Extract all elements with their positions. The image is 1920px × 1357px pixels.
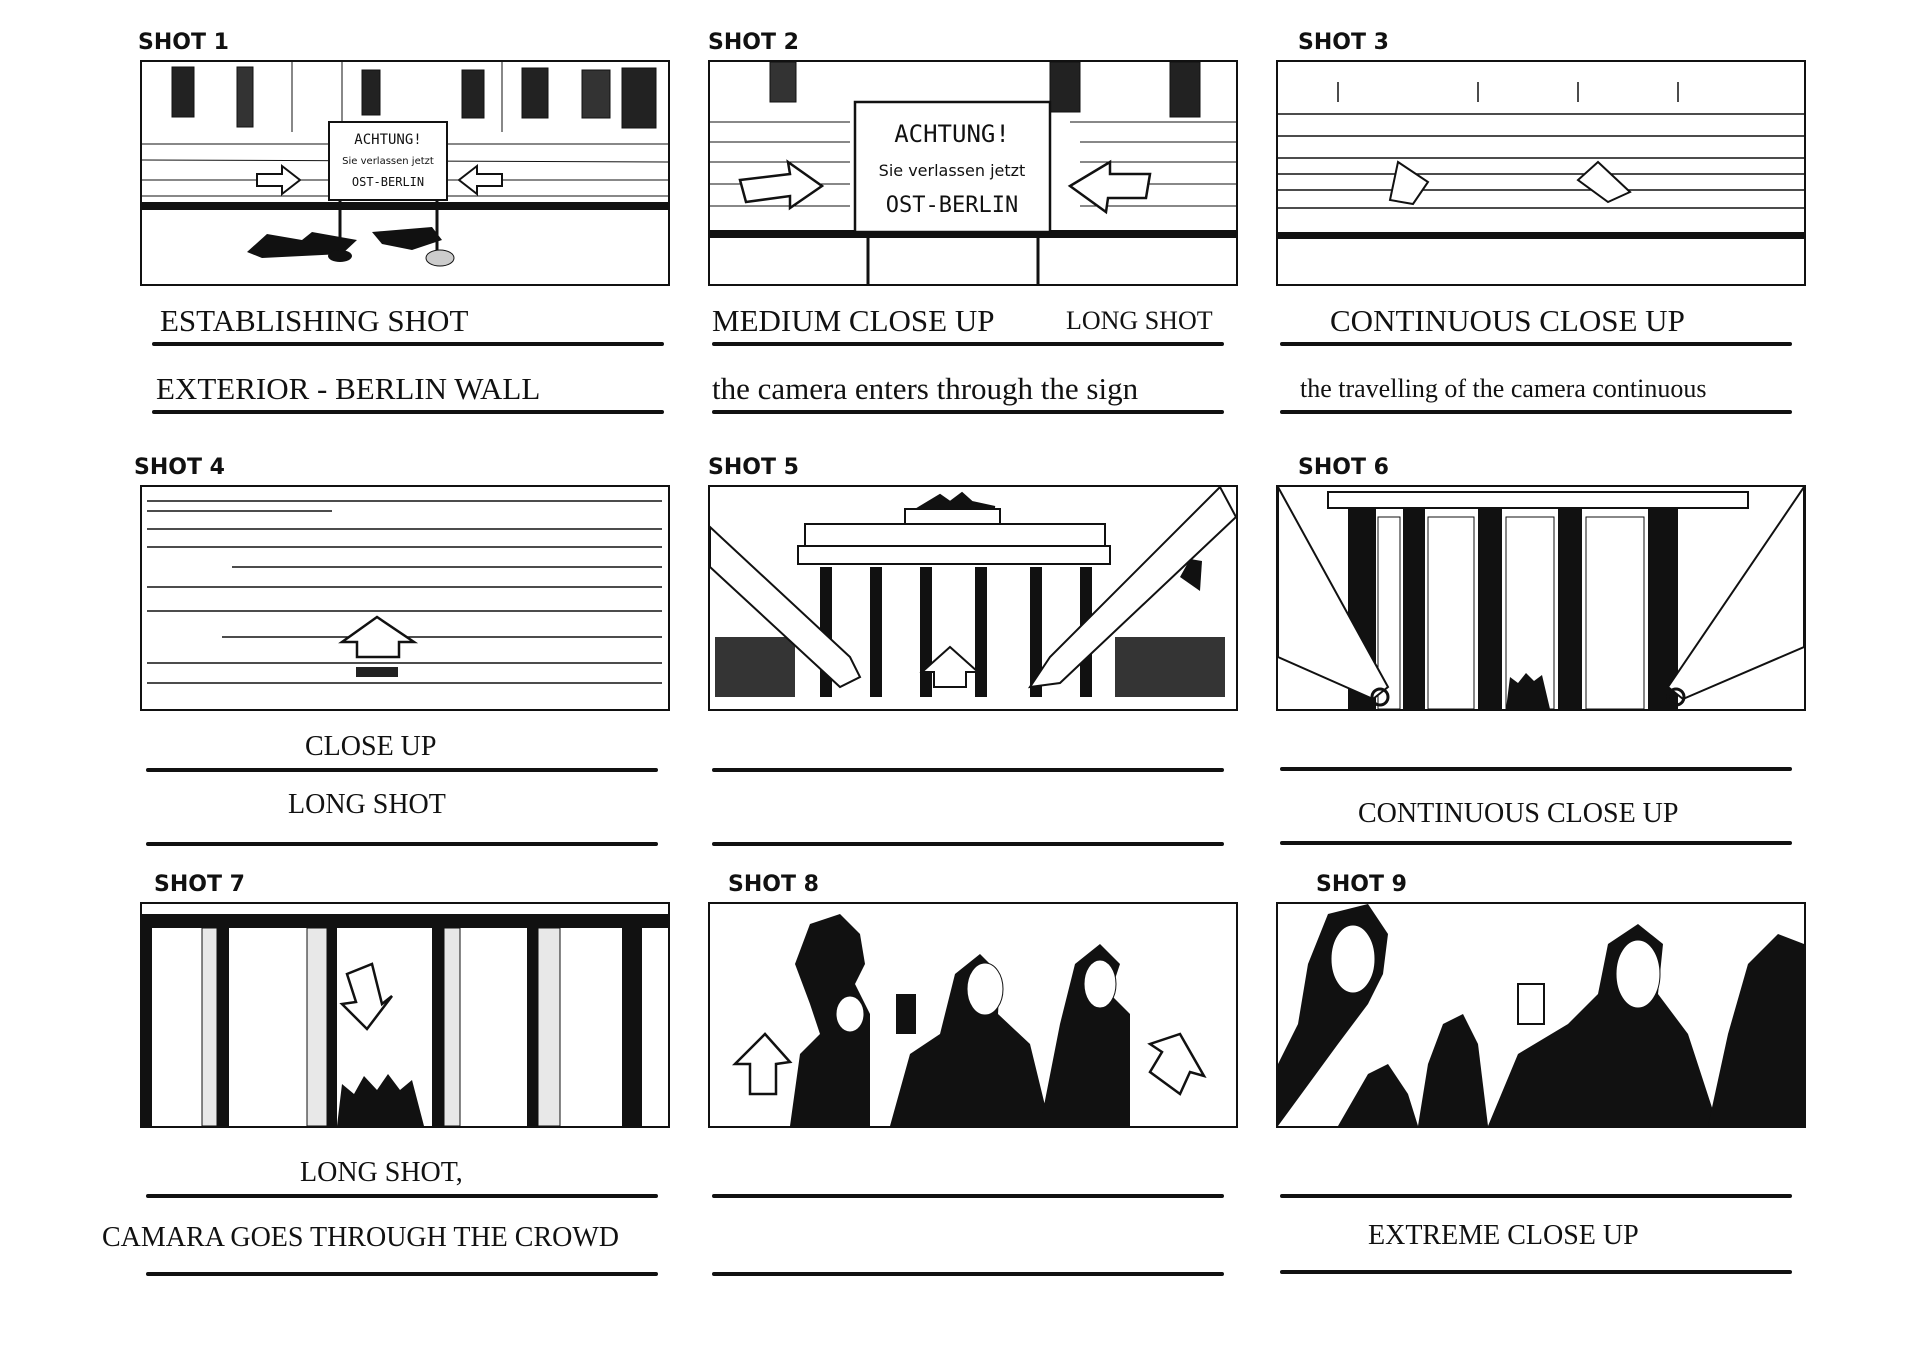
shot-title: SHOT 6 bbox=[1298, 455, 1389, 480]
sign-line-1: Sie verlassen jetzt bbox=[879, 161, 1026, 180]
shot-frame bbox=[140, 485, 670, 711]
shot-title: SHOT 5 bbox=[708, 455, 799, 480]
caption-rule bbox=[146, 842, 658, 846]
wall-closeup-sketch bbox=[147, 500, 662, 684]
sign-closeup-sketch: ACHTUNG! Sie verlassen jetzt OST-BERLIN bbox=[710, 62, 1236, 284]
arrow-right-icon bbox=[738, 159, 825, 211]
caption-rule bbox=[146, 1272, 658, 1276]
caption-rule bbox=[712, 768, 1224, 772]
shot-frame bbox=[708, 485, 1238, 711]
party-people-sketch bbox=[731, 914, 1207, 1126]
shot-caption-2: CONTINUOUS CLOSE UP bbox=[1358, 798, 1679, 829]
shot-caption-2: EXTERIOR - BERLIN WALL bbox=[156, 371, 541, 406]
caption-rule bbox=[712, 842, 1224, 846]
berlin-wall-sketch: ACHTUNG! Sie verlassen jetzt OST-BERLIN bbox=[142, 62, 668, 267]
arrow-up-icon bbox=[919, 645, 981, 688]
arrow-up-icon bbox=[731, 1032, 793, 1096]
party-closeup-sketch bbox=[1278, 904, 1804, 1126]
caption-rule bbox=[152, 342, 664, 346]
shot-title: SHOT 1 bbox=[138, 30, 229, 55]
shot-frame bbox=[708, 902, 1238, 1128]
shot-title: SHOT 9 bbox=[1316, 872, 1407, 897]
caption-rule bbox=[1280, 767, 1792, 771]
arrow-down-icon bbox=[339, 962, 393, 1031]
sign-heading: ACHTUNG! bbox=[354, 132, 421, 148]
caption-rule bbox=[1280, 841, 1792, 845]
shot-caption-1: CONTINUOUS CLOSE UP bbox=[1330, 303, 1685, 338]
shot-caption-2: the travelling of the camera continuous bbox=[1300, 374, 1707, 403]
shot-caption-2: EXTREME CLOSE UP bbox=[1368, 1220, 1639, 1251]
caption-rule bbox=[1280, 342, 1792, 346]
caption-rule bbox=[146, 768, 658, 772]
caption-rule bbox=[1280, 1270, 1792, 1274]
arrow-right-icon bbox=[256, 163, 302, 197]
caption-rule bbox=[1280, 410, 1792, 414]
shot-title: SHOT 4 bbox=[134, 455, 225, 480]
shot-caption-2: LONG SHOT bbox=[288, 789, 446, 820]
sign-line-2: OST-BERLIN bbox=[352, 175, 424, 189]
caption-rule bbox=[1280, 1194, 1792, 1198]
arrow-right-icon bbox=[1388, 160, 1430, 206]
shot-caption-1: CLOSE UP bbox=[305, 731, 437, 762]
shot-frame bbox=[1276, 60, 1806, 286]
shot-caption-2: the camera enters through the sign bbox=[712, 371, 1139, 406]
shot-caption-2: CAMARA GOES THROUGH THE CROWD bbox=[102, 1222, 620, 1253]
shot-frame bbox=[1276, 485, 1806, 711]
gate-columns-sketch bbox=[1278, 487, 1804, 709]
caption-rule bbox=[712, 342, 1224, 346]
shot-caption-1b: LONG SHOT bbox=[1066, 306, 1213, 335]
sign-heading: ACHTUNG! bbox=[894, 120, 1010, 148]
shot-frame: ACHTUNG! Sie verlassen jetzt OST-BERLIN bbox=[708, 60, 1238, 286]
shot-caption-1: LONG SHOT, bbox=[300, 1157, 463, 1188]
caption-rule bbox=[712, 1272, 1224, 1276]
shot-frame bbox=[1276, 902, 1806, 1128]
arrow-up-left-icon bbox=[1147, 1032, 1207, 1096]
brandenburg-gate-sketch bbox=[710, 487, 1236, 697]
caption-rule bbox=[146, 1194, 658, 1198]
columns-crowd-sketch bbox=[142, 914, 668, 1126]
shot-caption-1: MEDIUM CLOSE UP bbox=[712, 303, 995, 338]
sign-line-2: OST-BERLIN bbox=[886, 193, 1018, 218]
shot-title: SHOT 3 bbox=[1298, 30, 1389, 55]
arrow-left-icon bbox=[1067, 159, 1152, 215]
sign-line-1: Sie verlassen jetzt bbox=[342, 156, 434, 167]
caption-rule bbox=[712, 1194, 1224, 1198]
wall-continuous-sketch bbox=[1278, 82, 1804, 239]
shot-frame bbox=[140, 902, 670, 1128]
arrow-up-icon bbox=[338, 615, 419, 659]
arrow-left-icon bbox=[1576, 160, 1632, 204]
shot-title: SHOT 8 bbox=[728, 872, 819, 897]
shot-caption-1: ESTABLISHING SHOT bbox=[160, 303, 469, 338]
caption-rule bbox=[152, 410, 664, 414]
shot-title: SHOT 7 bbox=[154, 872, 245, 897]
shot-title: SHOT 2 bbox=[708, 30, 799, 55]
shot-frame: ACHTUNG! Sie verlassen jetzt OST-BERLIN bbox=[140, 60, 670, 286]
arrow-left-icon bbox=[457, 163, 503, 197]
caption-rule bbox=[712, 410, 1224, 414]
